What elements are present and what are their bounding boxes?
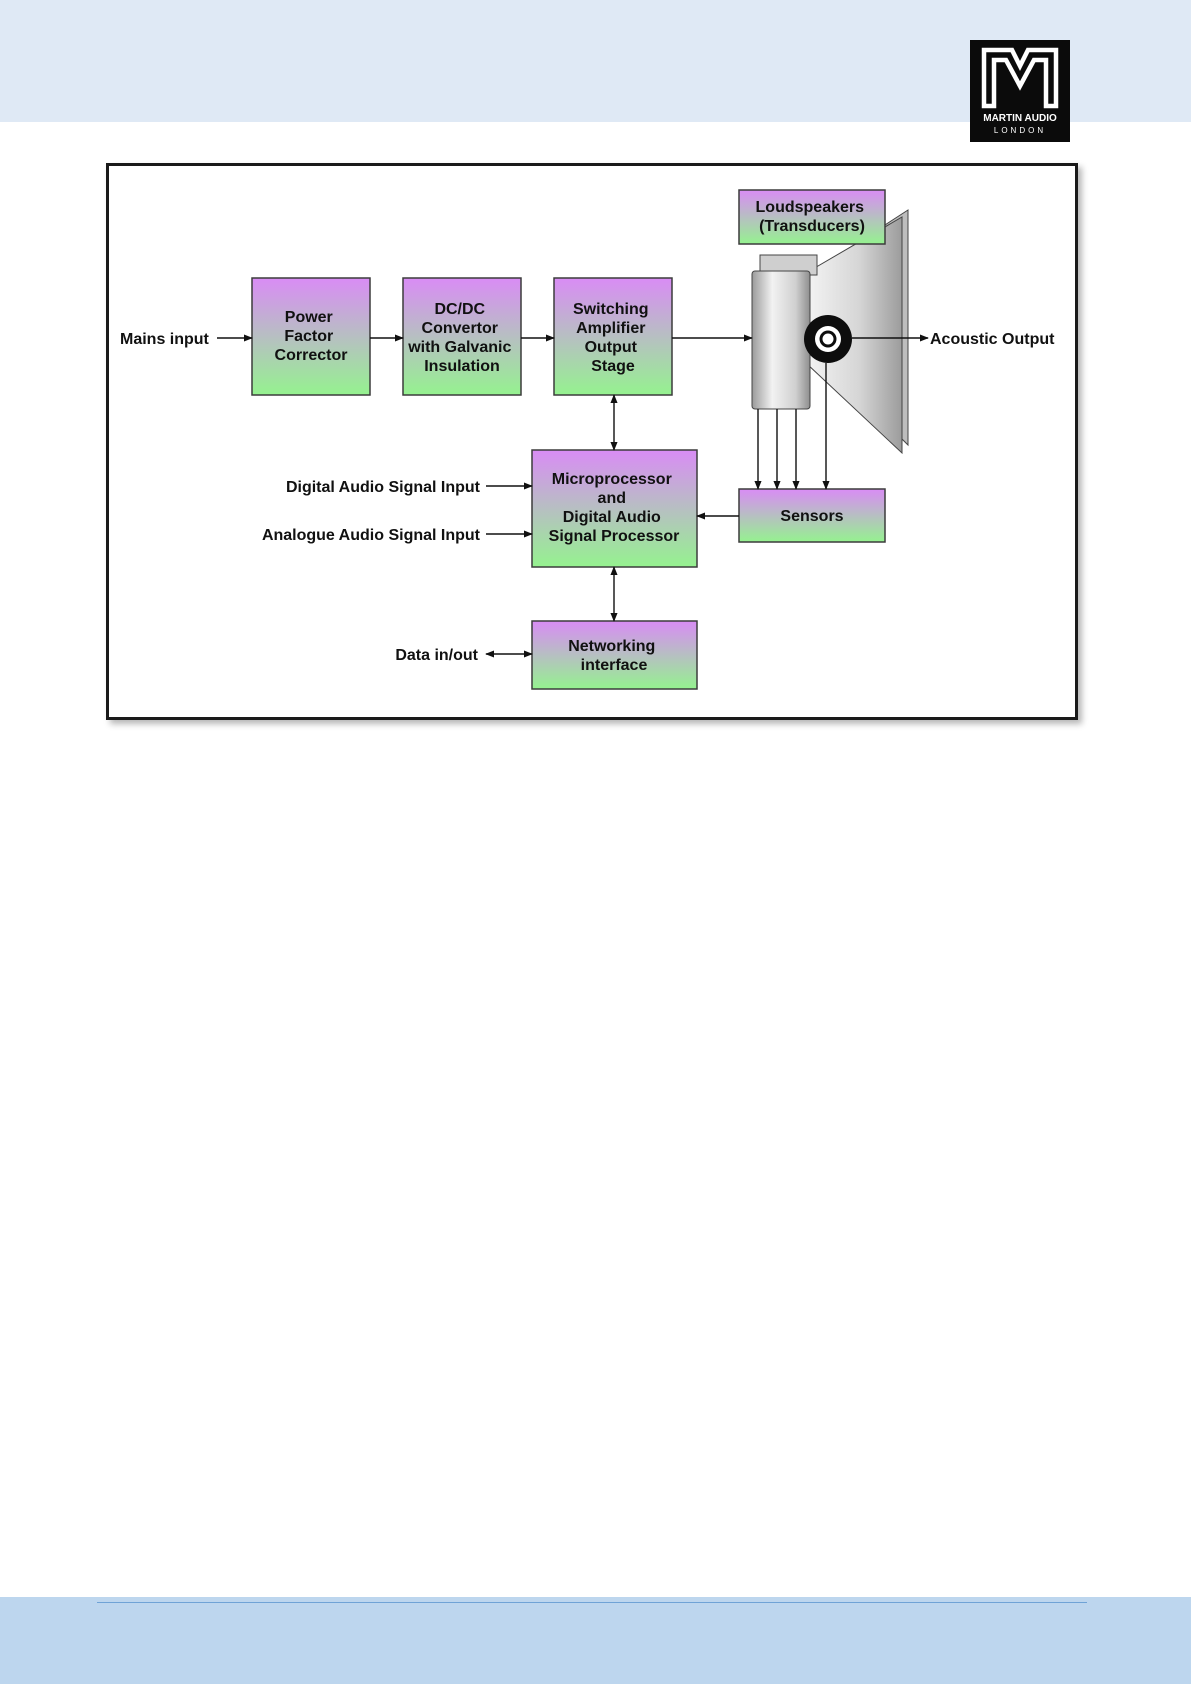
block-label-line: Insulation — [424, 358, 500, 375]
svg-text:Power Factor Corre: Power Factor Corrector — [275, 309, 348, 364]
diagram-connectors — [217, 334, 929, 658]
block-dc-dc-convertor: DC/DC Convertor with Galvanic Insulation — [402, 277, 522, 396]
block-label-line: Output — [585, 339, 638, 356]
svg-text:Loudspeakers (Transducer: Loudspeakers (Transducers) — [756, 199, 869, 235]
block-label-line: DC/DC — [434, 301, 485, 318]
block-label-line: Networking — [568, 638, 655, 655]
block-label-line: Sensors — [780, 508, 843, 525]
block-label-line: (Transducers) — [759, 218, 865, 235]
martin-audio-logo: MARTIN AUDIO LONDON — [970, 40, 1070, 142]
block-label-line: Loudspeakers — [756, 199, 865, 216]
block-power-factor-corrector: Power Factor Corrector — [251, 277, 371, 396]
loudspeaker-drawing — [751, 209, 909, 455]
block-label-line: Amplifier — [576, 320, 645, 337]
label-mains-input: Mains input — [120, 331, 210, 348]
block-label-line: Convertor — [422, 320, 498, 337]
block-loudspeakers: Loudspeakers (Transducers) — [738, 189, 886, 245]
label-analogue-audio-input: Analogue Audio Signal Input — [262, 527, 481, 544]
block-sensors: Sensors — [738, 488, 886, 543]
block-label-line: Signal Processor — [549, 528, 680, 545]
block-label-line: with Galvanic — [407, 339, 511, 356]
page-footer-band — [0, 1597, 1191, 1684]
block-label-line: Switching — [573, 301, 649, 318]
block-label-line: and — [598, 490, 626, 507]
block-switching-amplifier: Switching Amplifier Output Stage — [553, 277, 673, 396]
block-label-line: Stage — [591, 358, 635, 375]
logo-text-line1: MARTIN AUDIO — [983, 113, 1057, 124]
block-label-line: Power — [285, 309, 333, 326]
block-label-line: Microprocessor — [552, 471, 672, 488]
label-digital-audio-input: Digital Audio Signal Input — [286, 479, 481, 496]
svg-text:Sensors: Sensors — [780, 508, 843, 525]
svg-text:Microprocessor and: Microprocessor and Digital Audio Signal … — [549, 471, 680, 545]
voice-coil-core — [822, 333, 834, 345]
label-acoustic-output: Acoustic Output — [930, 331, 1055, 348]
logo-text-line2: LONDON — [994, 126, 1046, 135]
block-label-line: Digital Audio — [563, 509, 661, 526]
block-label-line: interface — [581, 657, 648, 674]
svg-text:DC/DC Convertor wi: DC/DC Convertor with Galvanic Insulation — [407, 301, 516, 375]
svg-text:Switching Amplifier: Switching Amplifier Output Stage — [573, 301, 653, 375]
block-label-line: Corrector — [275, 347, 348, 364]
block-label-line: Factor — [284, 328, 333, 345]
label-data-in-out: Data in/out — [395, 647, 478, 664]
block-microprocessor: Microprocessor and Digital Audio Signal … — [531, 449, 698, 568]
speaker-magnet — [751, 270, 811, 410]
svg-text:Networking interface: Networking interface — [568, 638, 660, 674]
footer-rule — [97, 1602, 1087, 1603]
block-diagram: Power Factor Corrector DC/DC Convertor w… — [120, 189, 1055, 690]
block-networking-interface: Networking interface — [531, 620, 698, 690]
